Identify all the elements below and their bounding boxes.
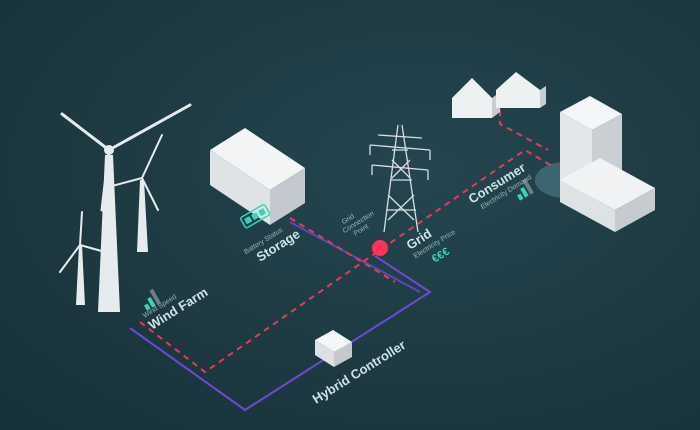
- power-line-storage: [289, 217, 396, 283]
- control-line-storage: [289, 221, 421, 293]
- hybrid-controller-box-icon[interactable]: [315, 330, 352, 367]
- battery-status-icon: [239, 203, 271, 229]
- wind-turbines: [59, 103, 192, 312]
- storage-container-icon: [210, 128, 305, 225]
- wind-turbine-large-icon: [60, 103, 192, 312]
- wind-turbine-mid-icon: [111, 134, 163, 252]
- grid-connection-point-label: Grid Connection Point: [341, 210, 376, 237]
- electricity-demand-bars-icon: [517, 178, 534, 201]
- wind-speed-bars-icon: [144, 288, 161, 311]
- control-line-wind-controller: [129, 255, 432, 412]
- consumer-building-icon: [535, 96, 655, 232]
- transmission-tower-icon: [369, 124, 431, 233]
- power-lines: [139, 110, 553, 374]
- grid-connection-point-marker[interactable]: [372, 240, 388, 256]
- power-line-houses: [499, 110, 549, 151]
- storage-label: Battery Status Storage: [243, 226, 302, 264]
- houses-icon: [452, 72, 546, 118]
- wind-turbine-small-icon: [59, 211, 106, 305]
- grid-label: Grid Electricity Price €€€: [404, 226, 457, 266]
